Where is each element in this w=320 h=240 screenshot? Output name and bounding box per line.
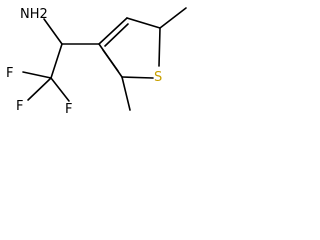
ring-bond-c4-c5 [126,17,161,29]
bond-ch-cf3 [50,43,63,79]
molecule-structure: NH2 F F F S [6,7,187,117]
ring-bond-c2-c3-double [102,49,119,72]
ring-bond-s-c2 [121,76,154,79]
bond-ch-nh2 [43,18,63,45]
bond-c-f2 [50,77,70,102]
fluorine-label-left-lower: F [16,99,23,114]
sulfur-label: S [154,70,162,85]
bond-group [22,7,187,111]
ring-bond-c3-c4-double [104,23,129,47]
fluorine-label-right-lower: F [65,102,72,117]
ring-bond-c5-s [158,27,161,67]
ring-bond-c3-c4 [98,17,128,45]
bond-c5-methyl [159,7,187,29]
bond-c2-methyl [121,76,131,111]
bond-c-f3 [22,71,52,79]
fluorine-label-left-upper: F [6,66,13,81]
amine-label: NH2 [20,7,48,22]
bond-c-f1 [27,77,52,101]
